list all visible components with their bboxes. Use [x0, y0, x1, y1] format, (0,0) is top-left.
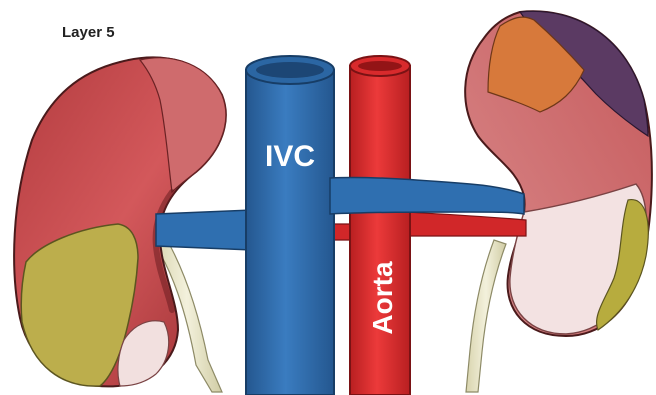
- right-renal-vein: [330, 177, 524, 214]
- aorta: [350, 56, 410, 395]
- right-ureter: [466, 240, 506, 392]
- aorta-label: Aorta: [367, 261, 398, 335]
- left-renal-vein: [156, 210, 252, 250]
- layer-label: Layer 5: [62, 24, 115, 41]
- inferior-vena-cava: [246, 56, 334, 395]
- ivc-label: IVC: [265, 140, 315, 173]
- right-renal-artery: [406, 212, 526, 236]
